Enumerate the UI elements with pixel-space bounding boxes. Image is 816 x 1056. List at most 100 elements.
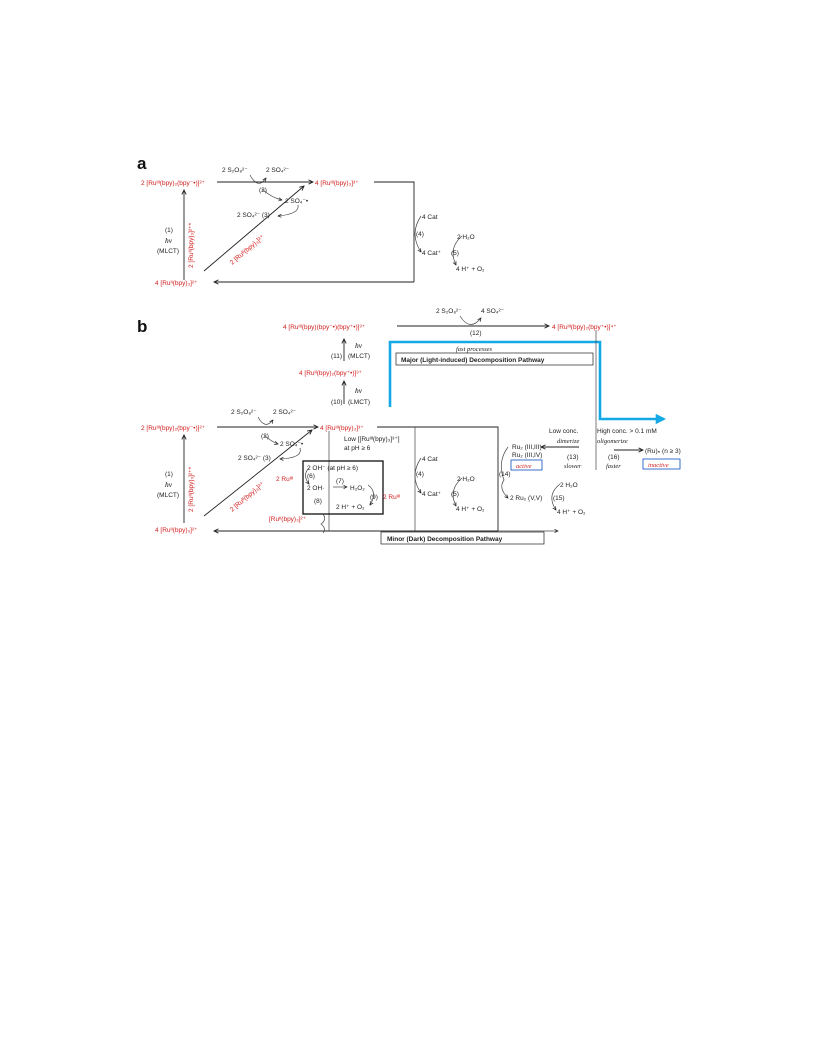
top-sulfate-label: 4 SO₄²⁻ <box>481 308 505 315</box>
h2o2-label: H₂O₂ <box>350 485 365 492</box>
low-conc-label: Low conc. <box>549 428 578 435</box>
step12-label: (12) <box>470 330 482 337</box>
step9-label: (9) <box>370 494 378 501</box>
b-step3-arrow <box>280 447 301 459</box>
b-diagonal-label: 2 [Ruᴵᴵ(bpy)₃]²⁺ <box>229 480 267 513</box>
hv-label: hν <box>165 236 173 245</box>
sulfate-label: 2 SO₄²⁻ <box>266 167 290 174</box>
ru3-bpy-radical-label: 2 [Ruᴵᴵᴵ(bpy)₂(bpy⁻•)]²⁺ <box>141 180 206 187</box>
excited-state-label: 2 [Ruᴵᴵ(bpy)₃]²⁺* <box>188 222 195 268</box>
inactive-badge-box <box>642 458 681 470</box>
hydroxide-pathway-box <box>302 460 384 515</box>
b-right-edge-line <box>377 426 499 531</box>
b-water: 2 H₂O <box>457 476 475 483</box>
products2-label: 4 H⁺ + O₂ <box>557 509 586 516</box>
h-o2-label: 2 H⁺ + O₂ <box>336 504 365 511</box>
b-ru2-complex: 4 [Ruᴵᴵ(bpy)₃]²⁺ <box>155 527 198 534</box>
ru2-33-label: Ru₂ (III,III) <box>512 444 542 451</box>
b-quench-diagonal <box>203 430 312 517</box>
so4-radical-label: 2 SO₄⁻• <box>285 198 309 205</box>
active-badge-box <box>510 459 543 471</box>
step2-label: (2) <box>259 187 267 194</box>
wavy-connector <box>320 513 325 534</box>
step15-arrow <box>551 483 561 510</box>
b-water-curve <box>453 477 463 506</box>
b-cat-curve <box>414 457 421 493</box>
step11-label: (11) <box>331 353 342 360</box>
panel-a: a 2 S₂O₈²⁻ 2 SO₄²⁻ 2 [Ruᴵᴵᴵ(bpy)₂(bpy⁻•)… <box>137 154 485 287</box>
step7-label: (7) <box>336 478 344 485</box>
b-so4-radical-arrow <box>263 434 278 444</box>
top-persulfate-label: 2 S₂O₈²⁻ <box>436 308 462 315</box>
minor-pathway-box <box>380 531 545 545</box>
fast-processes-label: fast processes <box>456 346 493 353</box>
right-edge-line <box>374 181 415 282</box>
b-products: 4 H⁺ + O₂ <box>456 506 485 513</box>
b-cat-plus: 4 Cat⁺ <box>422 491 442 498</box>
low-conc-line2: at pH ≥ 6 <box>344 445 371 452</box>
oh-mid: 2 OH· <box>307 485 324 492</box>
lmct-10: (LMCT) <box>348 399 370 406</box>
water-label: 2 H₂O <box>457 234 475 241</box>
b-ru3-small: 2 Ruᴵᴵᴵ <box>276 476 293 483</box>
mlct-11: (MLCT) <box>348 353 370 360</box>
ru3-complex-label: 4 [Ruᴵᴵᴵ(bpy)₃]³⁺ <box>315 180 359 187</box>
so4-step3-label: 2 SO₄²⁻ (3) <box>237 212 270 219</box>
step14-label: (14) <box>499 471 511 478</box>
run-label: (Ru)ₙ (n ≥ 3) <box>645 448 681 455</box>
b-persulfate-label: 2 S₂O₈²⁻ <box>231 409 257 416</box>
b-step4: (4) <box>416 471 424 478</box>
mid-complex: 4 [Ruᴵᴵ(bpy)₂(bpy⁺•)]³⁺ <box>299 370 363 377</box>
step14-arrow <box>500 446 508 498</box>
b-persulfate-arrow <box>257 416 273 425</box>
water-curve-arrow <box>452 235 463 265</box>
major-pathway-blue-arrow <box>388 340 667 425</box>
diagonal-label: 2 [Ruᴵᴵ(bpy)₃]²⁺ <box>229 233 267 266</box>
b-sulfate-label: 2 SO₄²⁻ <box>273 409 297 416</box>
step8-label: (8) <box>314 498 322 505</box>
panel-b: b 2 S₂O₈²⁻ 4 SO₄²⁻ 4 [Ruᴵᴵᴵ(bpy)(bpy⁻•)(… <box>137 308 681 545</box>
so4-radical-arrow <box>261 188 282 200</box>
step6-label: (6) <box>307 473 315 480</box>
persulfate-curve-arrow <box>249 174 266 184</box>
ru2-complex-label: 4 [Ruᴵᴵ(bpy)₃]²⁺ <box>155 280 198 287</box>
b-cat-label: 4 Cat <box>422 456 438 463</box>
cat-label: 4 Cat <box>422 214 438 221</box>
step1-label: (1) <box>165 227 173 234</box>
top-left-complex: 4 [Ruᴵᴵᴵ(bpy)(bpy⁻•)(bpy⁺•)]³⁺ <box>283 324 366 331</box>
high-conc-label: High conc. > 0.1 mM <box>597 428 657 435</box>
faster-label: faster <box>606 463 621 470</box>
b-step1: (1) <box>165 471 173 478</box>
b-mlct-1: (MLCT) <box>157 492 179 499</box>
step5-label: (5) <box>451 250 459 257</box>
b-step2-label: (2) <box>261 433 269 440</box>
step3-arrow <box>278 204 299 216</box>
b-so4-radical: 2 SO₄⁻• <box>280 441 304 448</box>
cat-plus-label: 4 Cat⁺ <box>422 250 442 257</box>
hv-10: hν <box>355 386 363 395</box>
top-right-complex: 4 [Ruᴵᴵᴵ(bpy)₂(bpy⁺•)]⁴⁺ <box>552 324 617 331</box>
ru2-34-label: Ru₂ (III,IV) <box>512 452 542 459</box>
step16-label: (16) <box>608 454 620 461</box>
b-so4-step3: 2 SO₄²⁻ (3) <box>238 455 271 462</box>
cat-curve-arrow <box>414 215 421 252</box>
mlct-label: (MLCT) <box>157 248 179 255</box>
oligomerize-label: oligomerize <box>597 438 628 445</box>
hv-11: hν <box>355 341 363 350</box>
step13-label: (13) <box>567 454 579 461</box>
b-ru3-bpy-radical: 2 [Ruᴵᴵᴵ(bpy)₂(bpy⁻•)]²⁺ <box>141 425 206 432</box>
low-conc-line1: Low [[Ruᴵᴵᴵ(bpy)₃]³⁺] <box>344 436 400 443</box>
b-ru3-right: 2 Ruᴵᴵᴵ <box>383 494 400 501</box>
quench-diagonal-arrow <box>203 186 304 272</box>
water2-label: 2 H₂O <box>560 482 578 489</box>
b-step5: (5) <box>451 491 459 498</box>
step4-label: (4) <box>416 231 424 238</box>
panel-a-label: a <box>137 154 147 173</box>
b-excited-state: 2 [Ruᴵᴵ(bpy)₃]²⁺* <box>188 466 195 512</box>
b-ru3-complex: 4 [Ruᴵᴵᴵ(bpy)₃]³⁺ <box>320 425 364 432</box>
major-pathway-box <box>395 352 594 366</box>
ru2-bottom-label: [Ruᴵᴵ(bpy)₃]²⁺ <box>269 516 307 523</box>
minor-pathway-label: Minor (Dark) Decomposition Pathway <box>387 536 503 543</box>
step9-arrow <box>367 484 374 505</box>
